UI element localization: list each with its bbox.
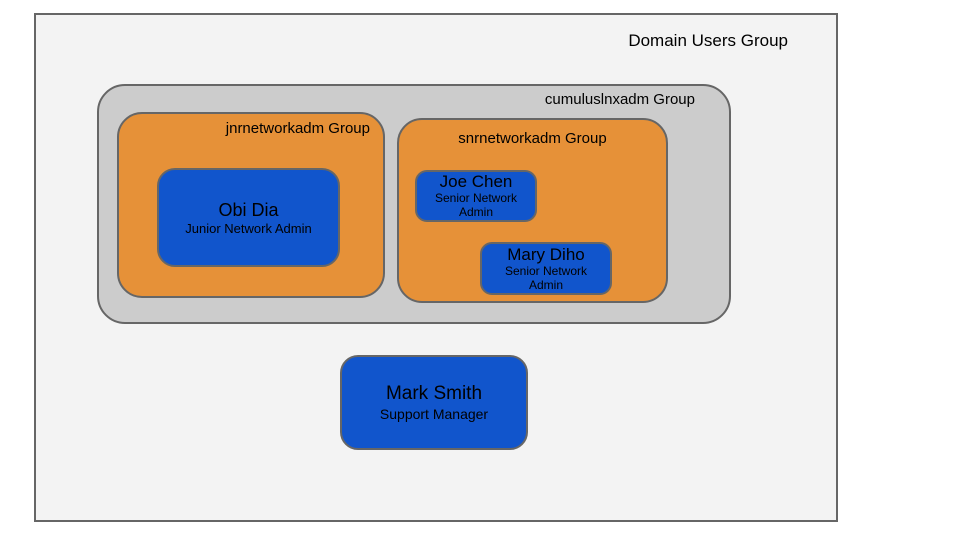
member-role: Senior Network Admin <box>434 191 518 219</box>
member-name: Mary Diho <box>507 244 585 264</box>
jnrnetworkadm-group-label: jnrnetworkadm Group <box>225 120 370 137</box>
cumuluslnxadm-group-label: cumuluslnxadm Group <box>544 91 695 108</box>
member-card-obi-dia: Obi Dia Junior Network Admin <box>157 168 340 267</box>
snrnetworkadm-group-box: snrnetworkadm Group Joe Chen Senior Netw… <box>397 118 668 303</box>
member-card-mary-diho: Mary Diho Senior Network Admin <box>480 242 612 295</box>
member-name: Mark Smith <box>385 383 483 404</box>
member-name: Joe Chen <box>439 172 513 191</box>
jnrnetworkadm-group-box: jnrnetworkadm Group Obi Dia Junior Netwo… <box>117 112 385 298</box>
member-role: Senior Network Admin <box>504 263 588 292</box>
snrnetworkadm-group-label: snrnetworkadm Group <box>458 130 607 147</box>
member-name: Obi Dia <box>218 199 279 220</box>
domain-users-group-box: Domain Users Group cumuluslnxadm Group j… <box>34 13 838 522</box>
domain-users-group-label: Domain Users Group <box>628 31 788 50</box>
cumuluslnxadm-group-box: cumuluslnxadm Group jnrnetworkadm Group … <box>97 84 731 324</box>
member-role: Support Manager <box>379 406 489 422</box>
member-card-joe-chen: Joe Chen Senior Network Admin <box>415 170 537 222</box>
member-role: Junior Network Admin <box>185 220 312 236</box>
member-card-mark-smith: Mark Smith Support Manager <box>340 355 528 450</box>
